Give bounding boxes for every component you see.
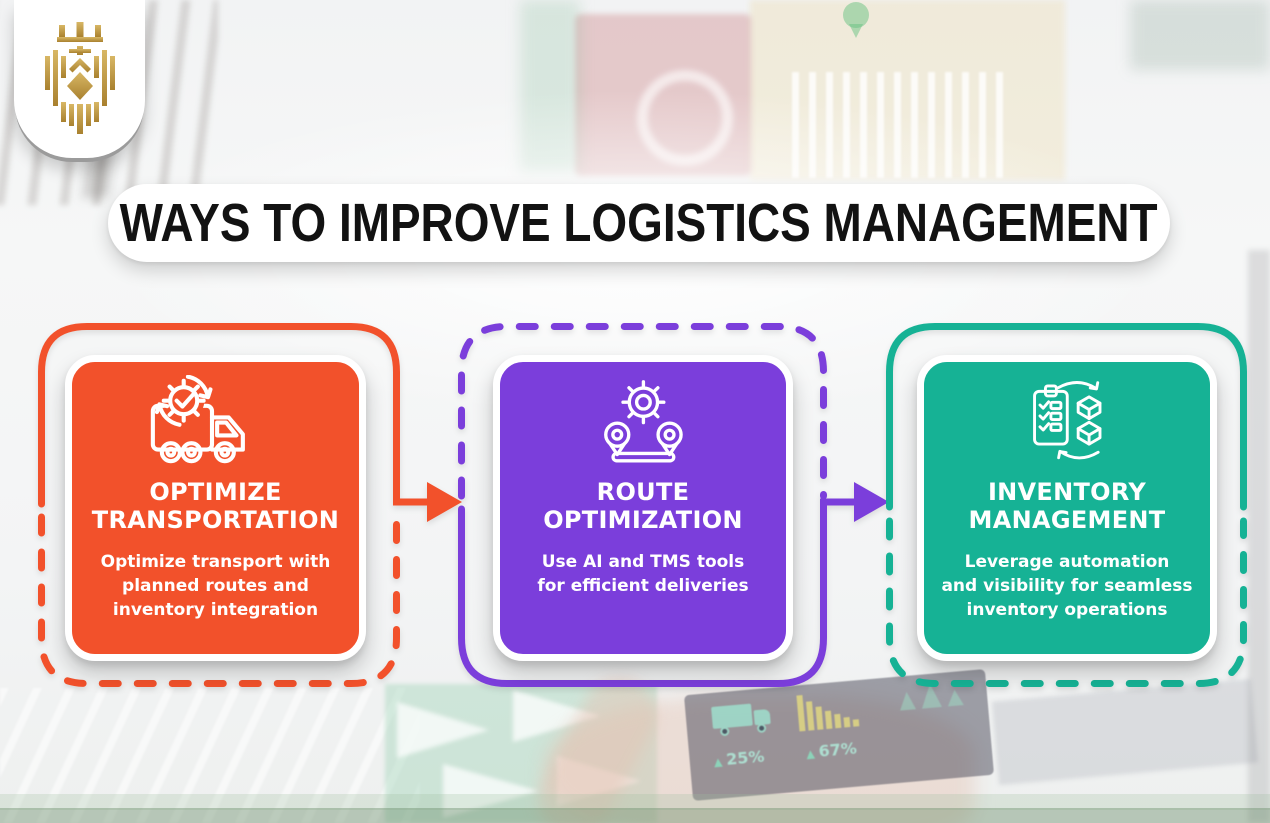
gold-crest-logo	[14, 0, 145, 158]
card-title: OPTIMIZE TRANSPORTATION	[91, 478, 340, 535]
card-description: Optimize transport with planned routes a…	[100, 552, 331, 621]
title-banner: WAYS TO IMPROVE LOGISTICS MANAGEMENT	[108, 184, 1170, 262]
gear-route-pins-icon	[589, 374, 698, 466]
card2-border-purple	[458, 323, 860, 687]
card-title: ROUTE OPTIMIZATION	[543, 478, 743, 535]
card-description: Use AI and TMS tools for efficient deliv…	[537, 552, 749, 597]
arrow-right-icon	[854, 482, 889, 522]
card-optimize-transportation: OPTIMIZE TRANSPORTATION Optimize transpo…	[65, 355, 366, 661]
card3-border-teal	[886, 323, 1247, 687]
arrow-right-icon	[427, 482, 462, 522]
page-title: WAYS TO IMPROVE LOGISTICS MANAGEMENT	[120, 193, 1158, 253]
card-route-optimization: ROUTE OPTIMIZATION Use AI and TMS tools …	[493, 355, 793, 661]
clipboard-boxes-sync-icon	[1020, 374, 1115, 466]
crest-emblem-icon	[44, 22, 115, 134]
card-inventory-management: INVENTORY MANAGEMENT Leverage automation…	[917, 355, 1217, 661]
card-title: INVENTORY MANAGEMENT	[968, 478, 1166, 535]
card1-border-orange	[38, 323, 434, 687]
card-description: Leverage automation and visibility for s…	[941, 552, 1193, 621]
truck-with-gear-icon	[149, 374, 283, 466]
